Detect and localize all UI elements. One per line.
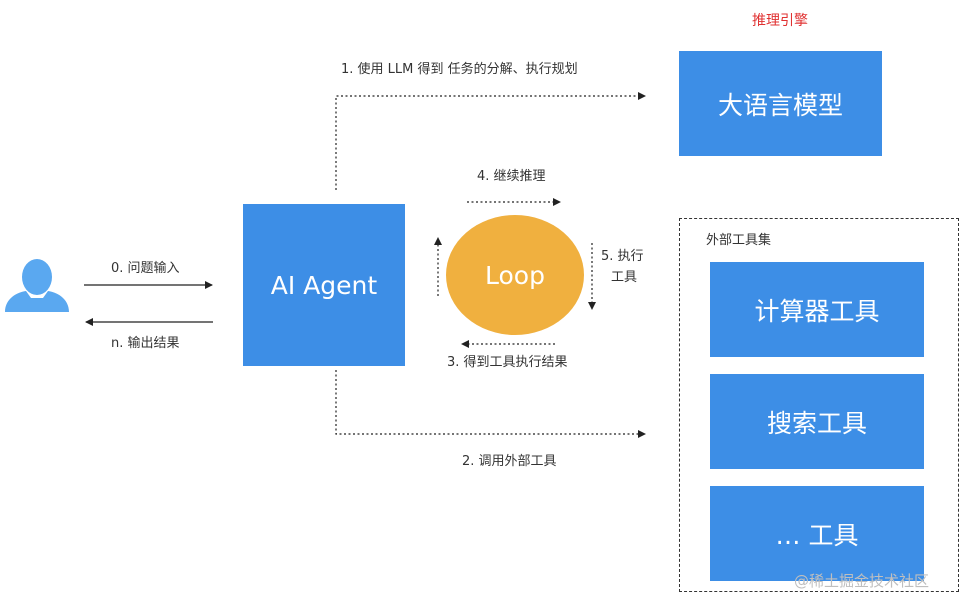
external-tools-title: 外部工具集 — [706, 233, 772, 248]
calculator-tool-box: 计算器工具 — [710, 262, 924, 357]
watermark-text: @稀土掘金技术社区 — [794, 572, 930, 590]
loop-label: Loop — [485, 260, 545, 290]
inference-engine-label: 推理引擎 — [752, 13, 808, 29]
more-tools-box: … 工具 — [710, 486, 924, 581]
step-4-label: 4. 继续推理 — [477, 169, 546, 184]
step-5-label-line2: 工具 — [611, 270, 638, 285]
external-tools-group — [679, 218, 959, 592]
step-5-label-line1: 5. 执行 — [601, 249, 644, 264]
step-1-label: 1. 使用 LLM 得到 任务的分解、执行规划 — [341, 62, 578, 77]
step-n-label: n. 输出结果 — [111, 336, 180, 351]
edge-agent-to-tools — [335, 370, 646, 438]
loop-ellipse — [446, 215, 584, 335]
step-3-label: 3. 得到工具执行结果 — [447, 355, 568, 370]
ai-agent-box: AI Agent — [243, 204, 405, 366]
user-silhouette-icon — [5, 259, 69, 312]
llm-box: 大语言模型 — [679, 51, 882, 156]
search-tool-box: 搜索工具 — [710, 374, 924, 469]
step-2-label: 2. 调用外部工具 — [462, 454, 557, 469]
step-0-label: 0. 问题输入 — [111, 261, 180, 276]
